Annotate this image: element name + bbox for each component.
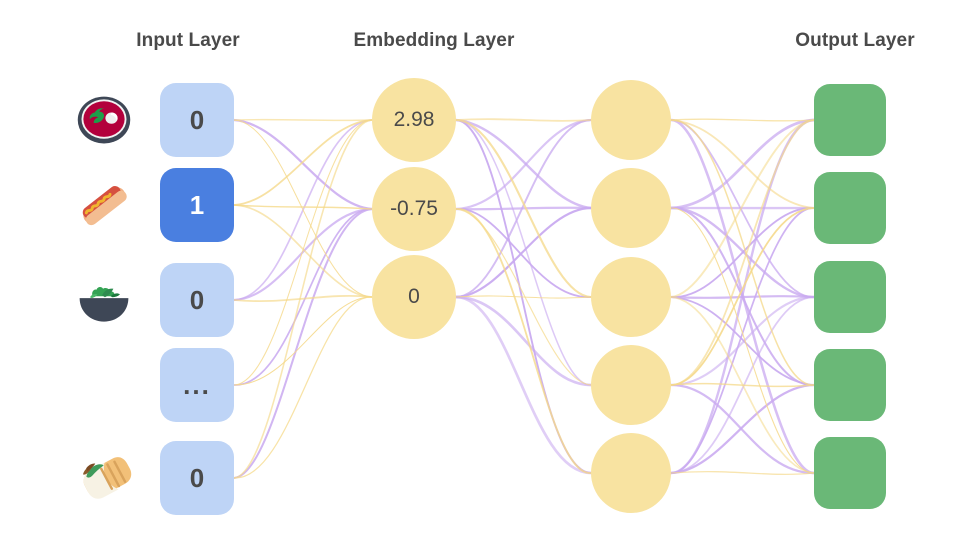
embedding-node-2[interactable]: 0 bbox=[372, 255, 456, 339]
edge bbox=[670, 382, 815, 388]
output-node-4[interactable] bbox=[814, 437, 886, 509]
edge bbox=[232, 207, 374, 480]
hidden-node-1[interactable] bbox=[591, 168, 671, 248]
hidden-node-3[interactable] bbox=[591, 345, 671, 425]
edge bbox=[670, 207, 815, 386]
edge bbox=[233, 119, 373, 386]
edge bbox=[670, 119, 815, 386]
edge bbox=[454, 206, 593, 211]
edge bbox=[455, 119, 592, 298]
edge bbox=[233, 294, 373, 303]
edge bbox=[670, 207, 815, 298]
hot-dog-icon bbox=[74, 175, 134, 235]
edge bbox=[233, 296, 373, 386]
edge bbox=[455, 118, 592, 122]
input-node-4[interactable]: 0 bbox=[160, 441, 234, 515]
edge bbox=[233, 119, 373, 206]
hidden-node-0[interactable] bbox=[591, 80, 671, 160]
input-node-0[interactable]: 0 bbox=[160, 83, 234, 157]
output-node-2[interactable] bbox=[814, 261, 886, 333]
hidden-node-4[interactable] bbox=[591, 433, 671, 513]
layer-label-0: Input Layer bbox=[136, 30, 240, 51]
edge bbox=[233, 204, 373, 298]
edge bbox=[455, 295, 592, 299]
edge bbox=[233, 296, 373, 479]
input-node-2[interactable]: 0 bbox=[160, 263, 234, 337]
output-node-3[interactable] bbox=[814, 349, 886, 421]
edge bbox=[454, 118, 593, 211]
output-node-1[interactable] bbox=[814, 172, 886, 244]
edge bbox=[454, 118, 593, 210]
layer-label-1: Embedding Layer bbox=[353, 30, 515, 51]
edge bbox=[669, 206, 816, 299]
edge bbox=[670, 207, 815, 474]
embedding-node-0[interactable]: 2.98 bbox=[372, 78, 456, 162]
edge bbox=[670, 470, 815, 476]
edge bbox=[670, 119, 815, 298]
burrito-icon bbox=[74, 448, 134, 508]
layer-label-2: Output Layer bbox=[795, 30, 915, 51]
soup-bowl-icon bbox=[74, 90, 134, 150]
embedding-node-1[interactable]: -0.75 bbox=[372, 167, 456, 251]
edge bbox=[233, 208, 373, 386]
edge bbox=[454, 295, 593, 387]
edge bbox=[233, 118, 373, 122]
edge bbox=[454, 118, 593, 299]
edge bbox=[454, 206, 593, 299]
hidden-node-2[interactable] bbox=[591, 257, 671, 337]
green-salad-icon bbox=[74, 270, 134, 330]
edge bbox=[669, 295, 816, 299]
edge bbox=[454, 295, 593, 475]
output-node-0[interactable] bbox=[814, 84, 886, 156]
edge bbox=[233, 119, 373, 298]
edge bbox=[670, 118, 815, 122]
input-node-3[interactable]: ... bbox=[160, 348, 234, 422]
edge bbox=[669, 295, 816, 387]
edge bbox=[670, 119, 815, 209]
edge bbox=[455, 208, 592, 474]
edge bbox=[669, 118, 816, 210]
edge bbox=[233, 204, 373, 210]
edge bbox=[232, 118, 374, 211]
edge bbox=[455, 208, 592, 298]
edge bbox=[233, 119, 373, 479]
input-node-1[interactable]: 1 bbox=[160, 168, 234, 242]
edge bbox=[669, 383, 816, 475]
edge bbox=[669, 383, 816, 475]
edge bbox=[455, 119, 592, 386]
edge bbox=[670, 207, 815, 474]
edge bbox=[232, 207, 374, 302]
